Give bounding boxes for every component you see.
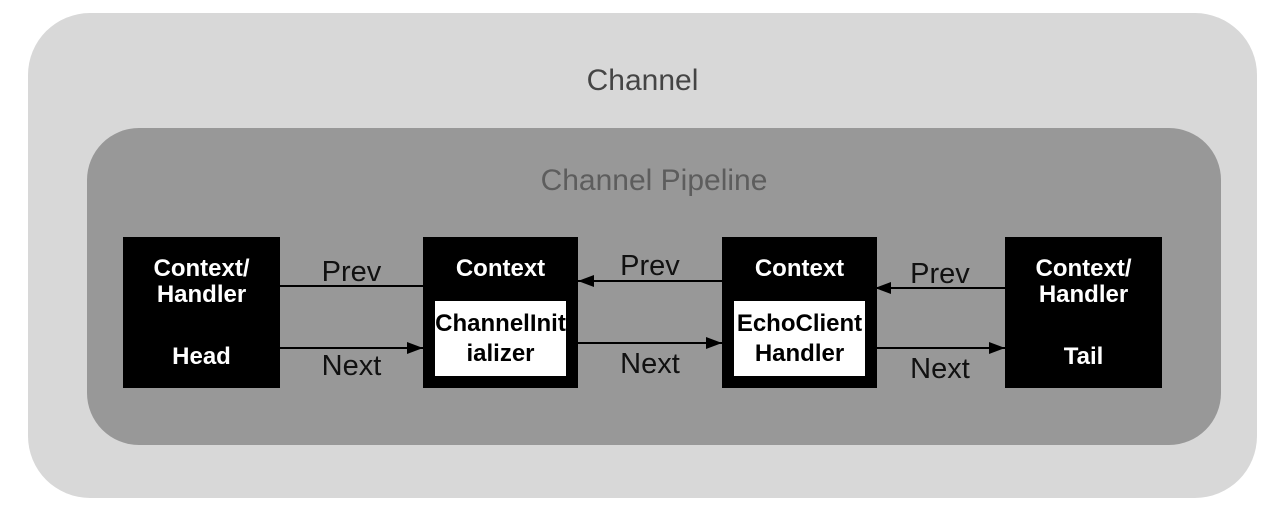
next-label-1: Next [321,350,382,382]
prev-arrowhead-left-icon-2 [578,275,594,287]
prev-line-3 [875,287,1005,289]
prev-label-1: Prev [321,256,382,288]
node-channelinitializer-title: Context [455,255,546,282]
node-echoclienthandler: Context EchoClient Handler [722,237,877,388]
channelinitializer-handler-line2: ializer [466,339,535,367]
prev-arrowhead-left-icon-3 [875,282,891,294]
next-arrowhead-right-icon-3 [989,342,1005,354]
node-channelinitializer: Context ChannelInit ializer [423,237,578,388]
prev-line-2 [578,280,722,282]
echoclienthandler-handler-line1: EchoClient [736,309,863,337]
node-tail-title-line1: Context/ [1035,255,1132,282]
node-head-title: Context/ Handler [123,256,280,308]
next-line-1 [280,347,423,349]
node-head-title-line1: Context/ [153,255,250,282]
next-arrowhead-right-icon-2 [706,337,722,349]
prev-label-2: Prev [620,250,680,282]
pipeline-label: Channel Pipeline [540,164,768,197]
next-label-2: Next [620,348,680,380]
node-head: Context/ Handler Head [123,237,280,388]
node-echoclienthandler-title: Context [754,255,845,282]
node-head-title-line2: Handler [156,281,247,308]
next-line-3 [875,347,1005,349]
prev-line-1 [280,285,423,287]
echoclienthandler-handler-line2: Handler [754,339,845,367]
prev-label-3: Prev [910,258,970,290]
next-line-2 [578,342,722,344]
next-label-3: Next [910,353,970,385]
next-arrowhead-right-icon-1 [407,342,423,354]
node-head-name: Head [172,343,231,370]
node-tail-title-line2: Handler [1038,281,1129,308]
node-tail-name: Tail [1063,343,1104,370]
node-tail: Context/ Handler Tail [1005,237,1162,388]
node-tail-title: Context/ Handler [1005,256,1162,308]
channelinitializer-handler-box: ChannelInit ializer [435,301,566,376]
channel-label: Channel [586,64,699,97]
echoclienthandler-handler-box: EchoClient Handler [734,301,865,376]
channelinitializer-handler-line1: ChannelInit [435,309,566,337]
